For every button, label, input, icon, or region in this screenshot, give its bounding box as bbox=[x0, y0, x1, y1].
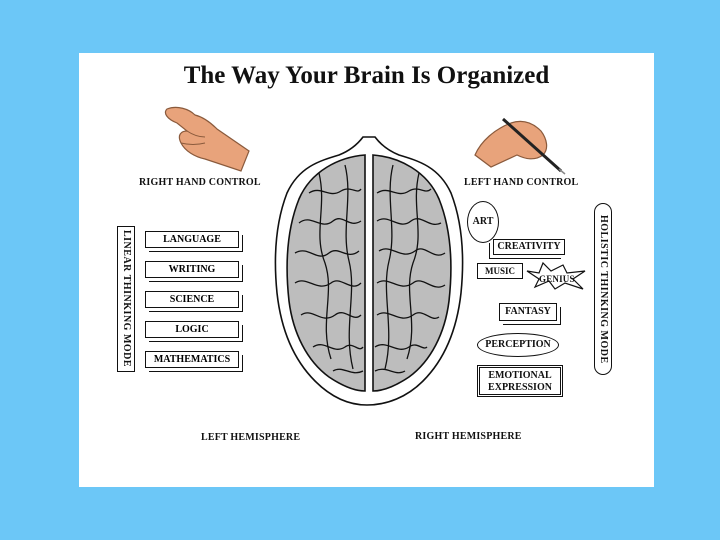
writing-box: WRITING bbox=[145, 261, 239, 278]
linear-thinking-mode-label: LINEAR THINKING MODE bbox=[117, 226, 135, 372]
holistic-thinking-mode-label: HOLISTIC THINKING MODE bbox=[594, 203, 612, 375]
logic-box: LOGIC bbox=[145, 321, 239, 338]
science-box: SCIENCE bbox=[145, 291, 239, 308]
pointing-hand-image bbox=[159, 101, 259, 177]
fantasy-box: FANTASY bbox=[499, 303, 557, 321]
page-title: The Way Your Brain Is Organized bbox=[183, 62, 550, 89]
emotional-expression-box: EMOTIONAL EXPRESSION bbox=[477, 365, 563, 397]
right-hemisphere-label: RIGHT HEMISPHERE bbox=[415, 431, 522, 442]
brain-illustration bbox=[269, 133, 469, 411]
mathematics-box: MATHEMATICS bbox=[145, 351, 239, 368]
diagram-slide: The Way Your Brain Is Organized RIGHT HA… bbox=[79, 53, 654, 487]
left-hand-control-label: LEFT HAND CONTROL bbox=[464, 177, 579, 188]
perception-oval: PERCEPTION bbox=[477, 333, 559, 357]
music-box: MUSIC bbox=[477, 263, 523, 279]
left-hemisphere-label: LEFT HEMISPHERE bbox=[201, 432, 301, 443]
expression-label: EXPRESSION bbox=[488, 382, 552, 393]
genius-label: GENIUS bbox=[539, 274, 575, 284]
art-oval: ART bbox=[467, 201, 499, 243]
creativity-box: CREATIVITY bbox=[493, 239, 565, 255]
writing-hand-image bbox=[471, 115, 571, 175]
right-hand-control-label: RIGHT HAND CONTROL bbox=[139, 177, 261, 188]
genius-starburst bbox=[525, 261, 587, 296]
language-box: LANGUAGE bbox=[145, 231, 239, 248]
emotional-label: EMOTIONAL bbox=[488, 370, 552, 381]
